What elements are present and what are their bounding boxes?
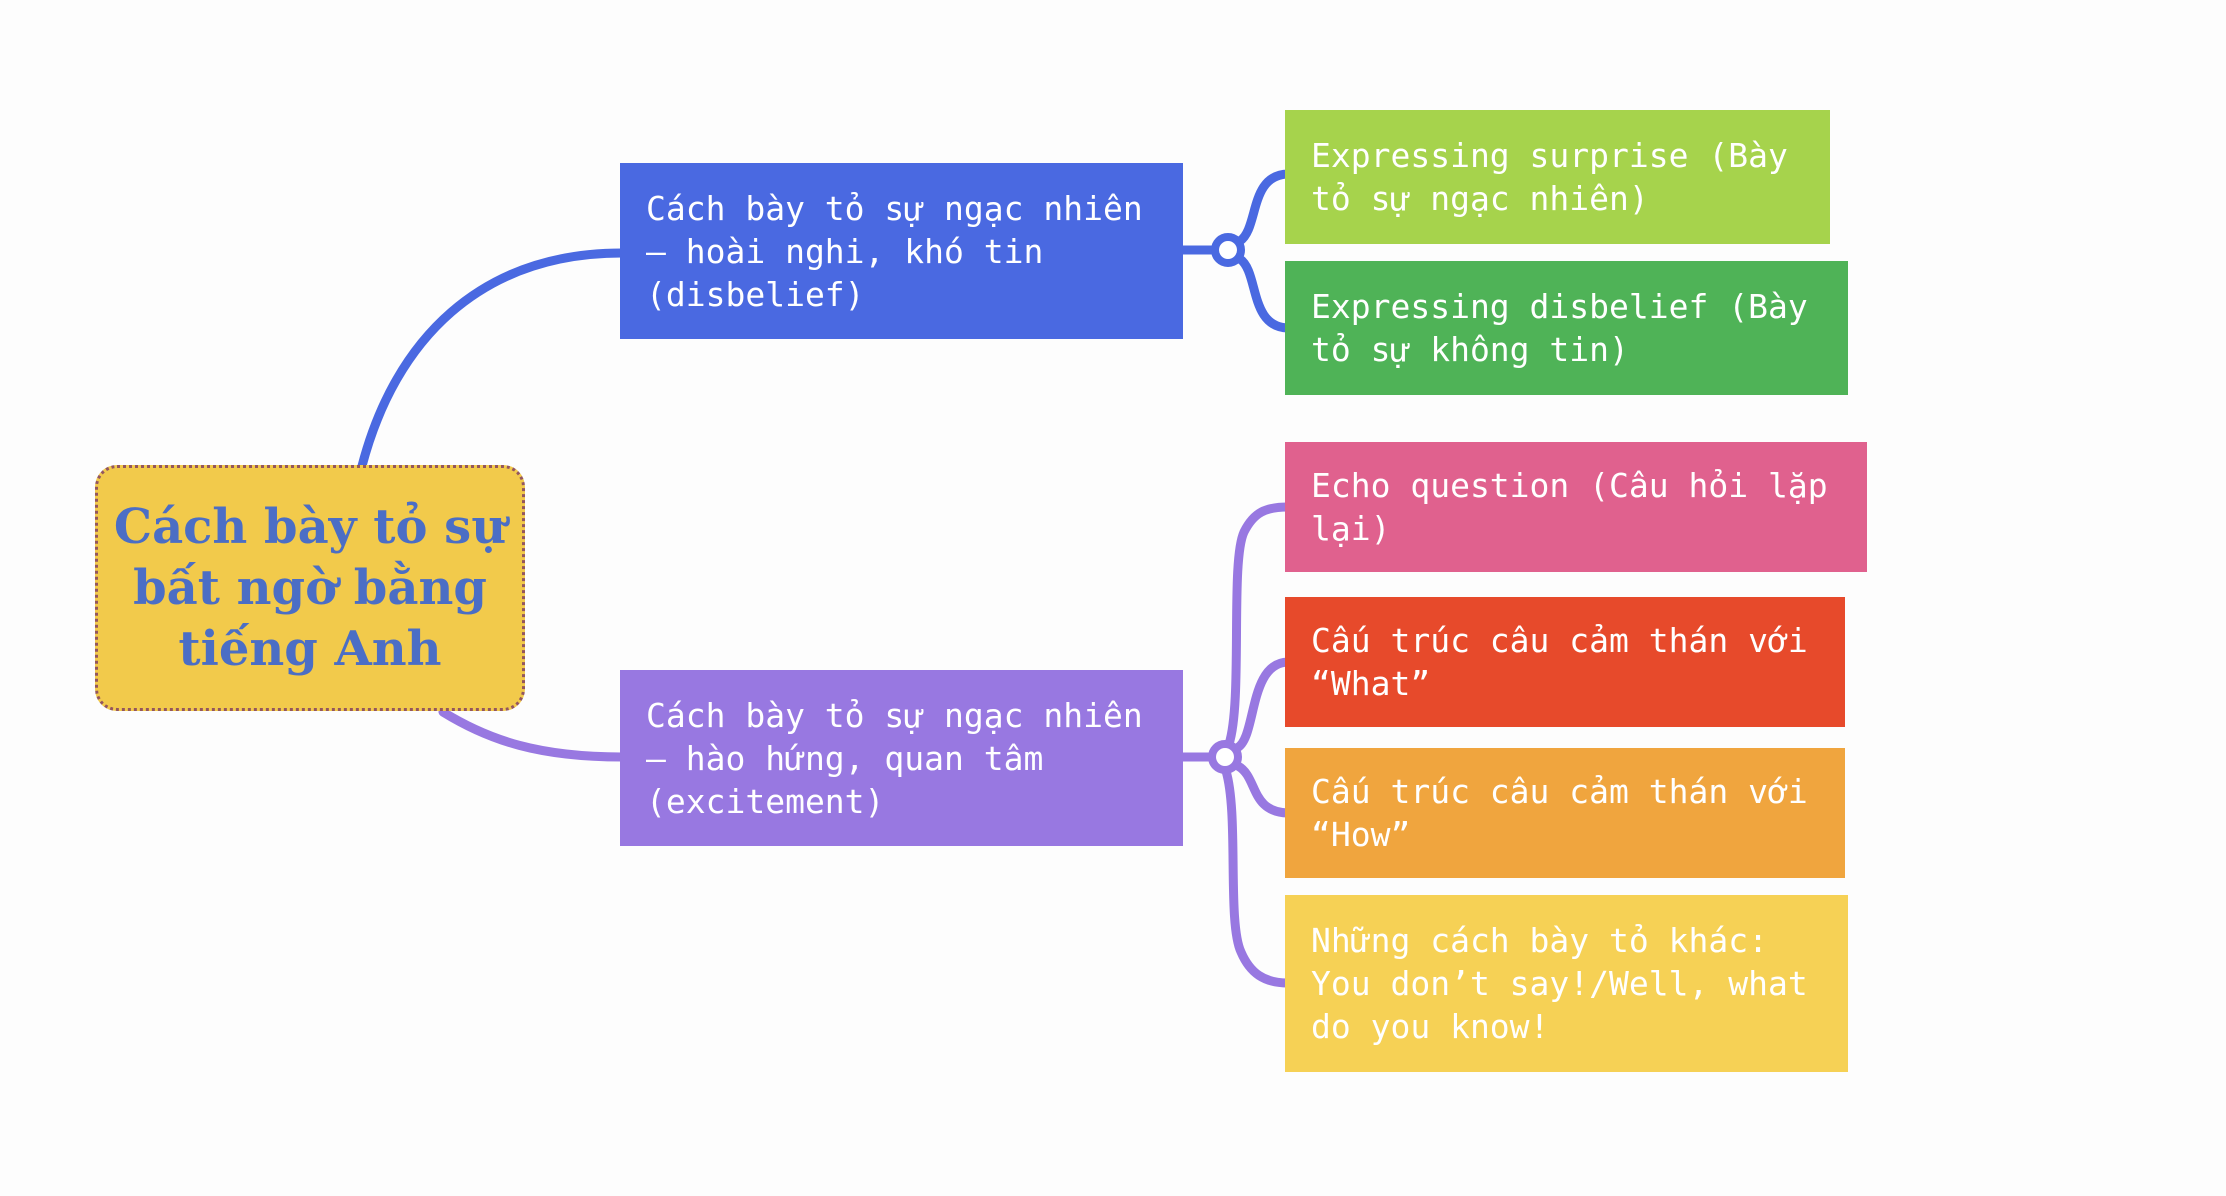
leaf-node-expressing-disbelief[interactable]: Expressing disbelief (Bày tỏ sự không ti… [1285,261,1848,395]
collapse-handle-excitement[interactable] [1208,740,1242,774]
leaf-node-label: Cấu trúc câu cảm thán với “How” [1311,772,1808,854]
branch-node-disbelief[interactable]: Cách bày tỏ sự ngạc nhiên – hoài nghi, k… [620,163,1183,339]
edge-excitement-to-other [1221,766,1293,988]
edge-excitement-to-what [1232,657,1293,753]
leaf-node-label: Expressing disbelief (Bày tỏ sự không ti… [1311,287,1808,369]
edge-disbelief-to-disbelief-leaf [1235,254,1293,333]
edge-excitement-to-how [1233,761,1293,818]
edge-root-to-excitement [438,707,627,762]
leaf-node-what-exclamation[interactable]: Cấu trúc câu cảm thán với “What” [1285,597,1845,727]
leaf-node-how-exclamation[interactable]: Cấu trúc câu cảm thán với “How” [1285,748,1845,878]
leaf-node-label: Những cách bày tỏ khác: You don’t say!/W… [1311,921,1808,1046]
branch-node-label: Cách bày tỏ sự ngạc nhiên – hào hứng, qu… [646,695,1143,821]
edge-excitement-to-echo [1224,502,1293,749]
collapse-handle-disbelief[interactable] [1211,233,1245,267]
leaf-node-label: Cấu trúc câu cảm thán với “What” [1311,621,1808,703]
leaf-node-echo-question[interactable]: Echo question (Câu hỏi lặp lại) [1285,442,1867,572]
leaf-node-label: Echo question (Câu hỏi lặp lại) [1311,466,1828,548]
leaf-node-expressing-surprise[interactable]: Expressing surprise (Bày tỏ sự ngạc nhiê… [1285,110,1830,244]
edge-root-to-disbelief [357,248,627,471]
root-node[interactable]: Cách bày tỏ sự bất ngờ bằng tiếng Anh [95,465,525,711]
branch-node-label: Cách bày tỏ sự ngạc nhiên – hoài nghi, k… [646,188,1143,314]
branch-node-excitement[interactable]: Cách bày tỏ sự ngạc nhiên – hào hứng, qu… [620,670,1183,846]
leaf-node-other-expressions[interactable]: Những cách bày tỏ khác: You don’t say!/W… [1285,895,1848,1072]
edge-disbelief-to-surprise [1235,169,1293,246]
root-node-label: Cách bày tỏ sự bất ngờ bằng tiếng Anh [113,498,507,677]
leaf-node-label: Expressing surprise (Bày tỏ sự ngạc nhiê… [1311,136,1788,218]
